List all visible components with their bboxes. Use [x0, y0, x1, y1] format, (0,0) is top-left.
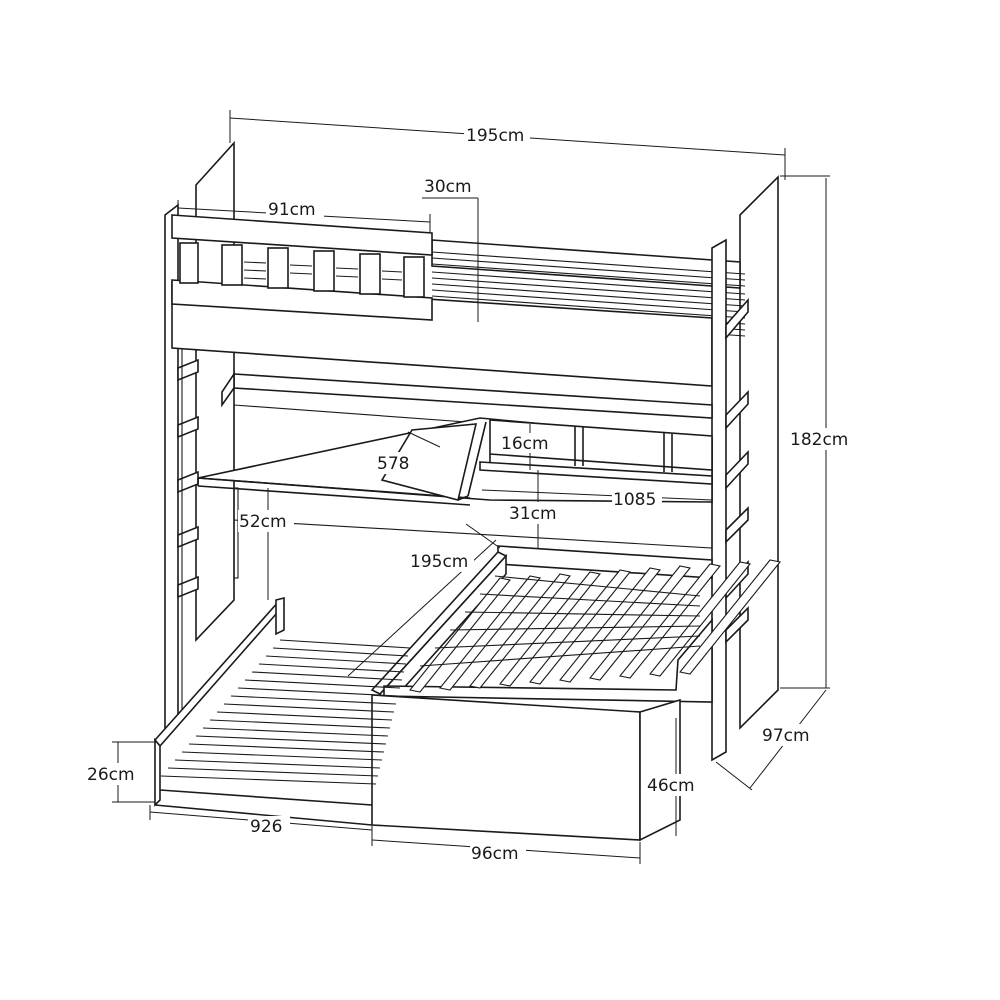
- dim-top-rail-depth: 30cm: [424, 177, 472, 197]
- dim-desk-height: 52cm: [239, 512, 287, 532]
- trundle-slat: [195, 735, 387, 745]
- lower-slat-cross: [494, 575, 701, 597]
- right-back-post: [739, 175, 779, 730]
- lower-slat: [409, 577, 511, 693]
- trundle-right-side: [639, 698, 681, 842]
- lower-bed-slats: [409, 559, 781, 693]
- lower-slat: [499, 571, 601, 687]
- desk-flap: [380, 423, 478, 501]
- lower-slat: [529, 569, 631, 685]
- trundle-slat: [181, 751, 383, 761]
- trundle-slat: [160, 775, 377, 785]
- front-right-post: [711, 238, 727, 762]
- lower-bed: [370, 545, 781, 712]
- trundle-slat: [209, 719, 391, 729]
- dim-trundle-length: 926: [250, 817, 282, 837]
- trundle-slat: [167, 767, 379, 777]
- guard-rail-top: [171, 214, 433, 256]
- trundle-slat: [258, 663, 405, 673]
- dim-overall-length: 195cm: [466, 126, 524, 146]
- dim-trundle-width: 96cm: [471, 844, 519, 864]
- guard-rail-balusters: [179, 242, 425, 298]
- trundle: [153, 596, 681, 842]
- dim-desk-clearance: 31cm: [509, 504, 557, 524]
- dim-lower-bed-length: 195cm: [410, 552, 468, 572]
- trundle-slat: [279, 639, 411, 649]
- guard-rail-bottom: [171, 279, 433, 321]
- left-ladder-rungs: [177, 348, 199, 720]
- trundle-slat: [230, 695, 397, 705]
- dim-trundle-front-height: 46cm: [647, 776, 695, 796]
- lower-slat: [439, 575, 541, 691]
- trundle-slat: [244, 679, 401, 689]
- trundle-front-panel: [371, 694, 641, 841]
- trundle-slat: [223, 703, 395, 713]
- trundle-slat: [237, 687, 399, 697]
- trundle-slat: [216, 711, 393, 721]
- trundle-slat: [174, 759, 381, 769]
- trundle-slat: [265, 655, 407, 665]
- bed-frame: [164, 140, 779, 762]
- lower-slat-cross: [464, 611, 701, 617]
- dim-overall-depth: 97cm: [762, 726, 810, 746]
- trundle-back-board: [275, 596, 285, 636]
- lower-slat: [679, 559, 781, 675]
- dim-desk-top: 578: [377, 454, 409, 474]
- trundle-slat: [202, 727, 389, 737]
- lower-slat-cross: [479, 593, 701, 607]
- desk: [197, 371, 713, 579]
- trundle-left-side-face: [154, 737, 161, 807]
- trundle-slat: [188, 743, 385, 753]
- dim-desk-drawer-height: 16cm: [501, 434, 549, 454]
- lower-slat: [559, 567, 661, 683]
- dim-desk-length: 1085: [613, 490, 656, 510]
- dimension-labels: 195cm 30cm 91cm 182cm 16cm 578 1085 31cm…: [86, 124, 856, 864]
- lower-slat: [469, 573, 571, 689]
- dim-overall-height: 182cm: [790, 430, 848, 450]
- lower-slat-cross: [434, 635, 701, 649]
- lower-slat-cross: [449, 625, 701, 631]
- dim-guard-rail-length: 91cm: [268, 200, 316, 220]
- trundle-slats: [160, 639, 411, 785]
- upper-back-rail: [431, 239, 741, 289]
- desk-left-support: [233, 487, 239, 579]
- lower-slat-cross: [419, 645, 701, 667]
- desk-compartments: [479, 419, 713, 485]
- trundle-slat: [251, 671, 403, 681]
- lower-side-rail: [383, 617, 713, 703]
- dim-trundle-height: 26cm: [87, 765, 135, 785]
- desk-shelf-front: [221, 371, 235, 408]
- trundle-slat: [272, 647, 409, 657]
